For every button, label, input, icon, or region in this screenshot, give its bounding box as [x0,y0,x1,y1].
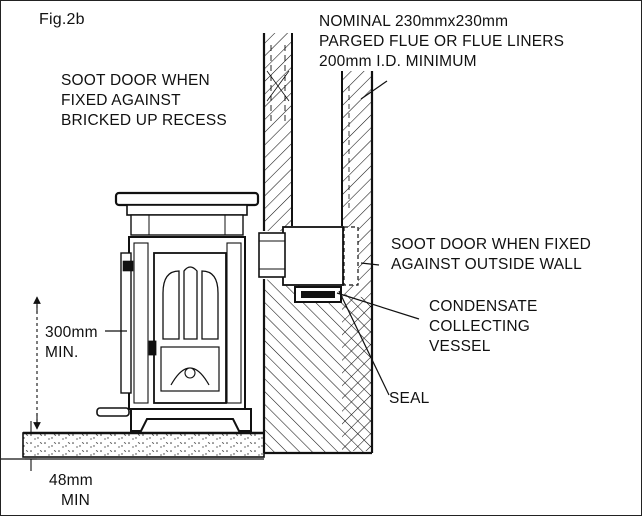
hearth-thickness-label: 48mm MIN [49,472,93,509]
flue-connector [258,226,344,286]
flue-void [293,71,341,221]
figure-number: Fig.2b [39,11,85,28]
stove-side-panel [120,252,132,394]
inner-wall [262,33,293,231]
hearth-slab [1,431,265,460]
seal-label: SEAL [389,390,430,407]
leader-lines [105,80,420,396]
soot-door-recess-label: SOOT DOOR WHEN FIXED AGAINST BRICKED UP … [61,72,227,129]
soot-door-outside [343,226,359,286]
soot-door-outside-label: SOOT DOOR WHEN FIXED AGAINST OUTSIDE WAL… [391,236,592,273]
stove-top [114,191,260,207]
condensate-vessel [294,286,342,303]
hearth-dimension [25,421,37,471]
clearance-label: 300mm MIN. [45,324,98,361]
hearth-masonry [262,279,372,455]
condensate-label: CONDENSATE COLLECTING VESSEL [429,298,538,355]
stove [96,191,260,432]
flue-label: NOMINAL 230mmx230mm PARGED FLUE OR FLUE … [319,13,565,70]
stove-spigot [96,407,130,417]
